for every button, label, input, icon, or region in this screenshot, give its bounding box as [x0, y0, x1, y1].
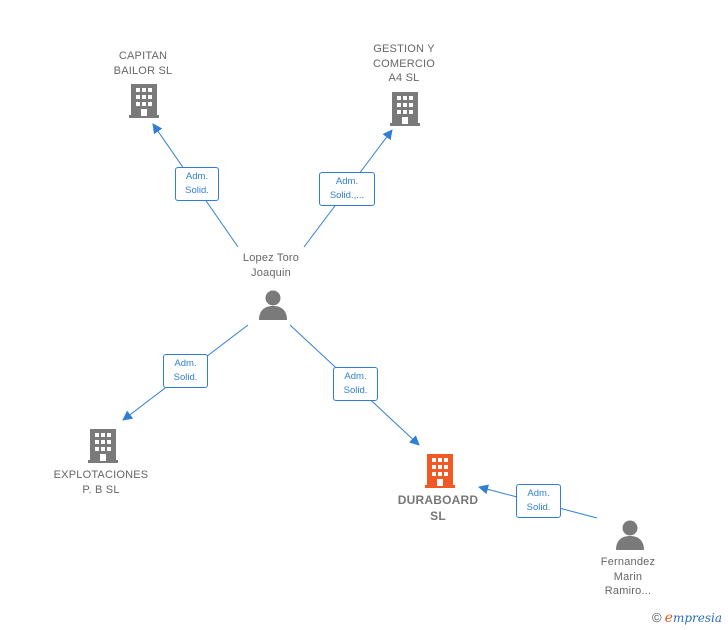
- empresia-watermark: ©empresia: [652, 610, 722, 626]
- building-icon: [88, 429, 118, 463]
- person-icon: [259, 290, 287, 320]
- edge-label-role: Adm. Solid.: [163, 354, 208, 388]
- node-label-lopez-toro[interactable]: Lopez Toro Joaquin: [242, 252, 300, 279]
- focus-building-icon: [425, 454, 455, 488]
- building-icon: [390, 92, 420, 126]
- edge-label-role: Adm. Solid.: [333, 367, 378, 401]
- edge-label-role: Adm. Solid.,...: [319, 172, 375, 206]
- node-label-explotaciones[interactable]: EXPLOTACIONES P. B SL: [53, 469, 149, 496]
- node-label-capitan-bailor[interactable]: CAPITAN BAILOR SL: [113, 50, 173, 77]
- person-icon: [616, 520, 644, 550]
- node-label-fernandez-marin[interactable]: Fernandez Marin Ramiro...: [600, 556, 656, 597]
- node-label-duraboard[interactable]: DURABOARD SL: [397, 493, 479, 523]
- brand-logo-text: mpresia: [672, 611, 722, 625]
- node-label-gestion-comercio[interactable]: GESTION Y COMERCIO A4 SL: [372, 43, 436, 84]
- edge-label-role: Adm. Solid.: [175, 167, 219, 201]
- copyright-icon: ©: [652, 610, 662, 625]
- building-icon: [129, 84, 159, 118]
- edge-label-role: Adm. Solid.: [516, 484, 561, 518]
- brand-logo-e: e: [664, 610, 673, 626]
